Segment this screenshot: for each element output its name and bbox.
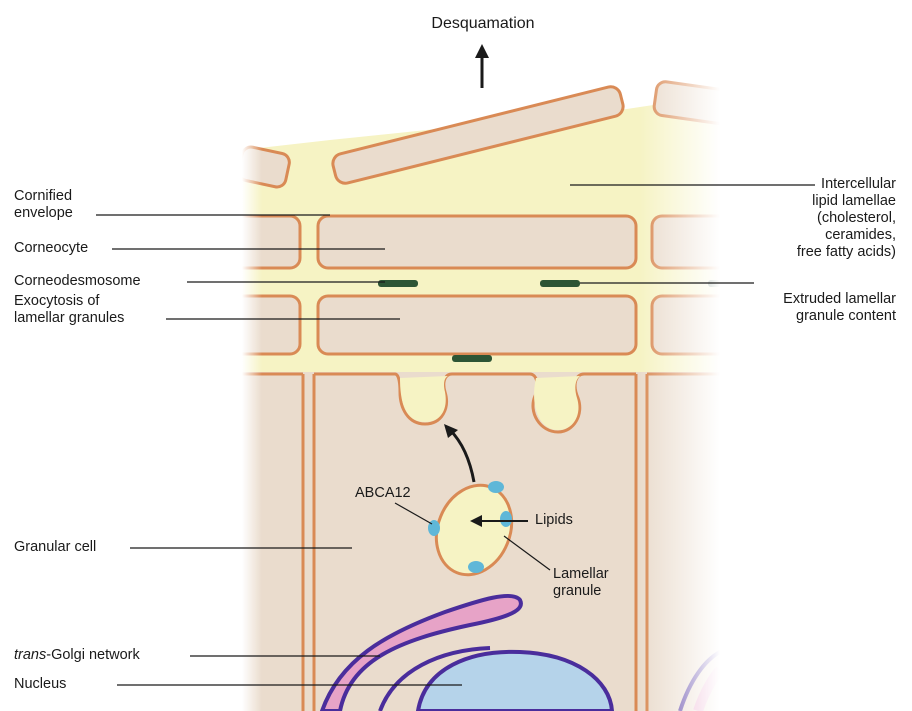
corneodesmosome: [378, 280, 418, 287]
corneocyte-label: Corneocyte: [14, 240, 88, 257]
corneocyte-cell: [230, 216, 300, 268]
corneocyte-cell: [230, 296, 300, 354]
corneodesmosome: [452, 355, 492, 362]
lamellar-granule-label: Lamellar granule: [553, 566, 609, 600]
granular-cell-label: Granular cell: [14, 539, 96, 556]
extruded-label: Extruded lamellar granule content: [742, 291, 896, 325]
corneocyte-cell: [318, 216, 636, 268]
corneodesmosome: [540, 280, 580, 287]
corneodesmosome-label: Corneodesmosome: [14, 273, 141, 290]
trans-golgi-label: trans-Golgi network: [14, 647, 140, 664]
corneocyte-cell: [318, 296, 636, 354]
desquamation-label: Desquamation: [400, 15, 566, 32]
nucleus-label: Nucleus: [14, 676, 66, 693]
intercellular-lipid-label: Intercellular lipid lamellae (cholestero…: [742, 176, 896, 261]
lipids-label: Lipids: [535, 512, 573, 529]
abca12-label: ABCA12: [355, 485, 411, 502]
cornified-envelope-label: Cornified envelope: [14, 188, 73, 222]
exocytosis-label: Exocytosis of lamellar granules: [14, 293, 124, 327]
